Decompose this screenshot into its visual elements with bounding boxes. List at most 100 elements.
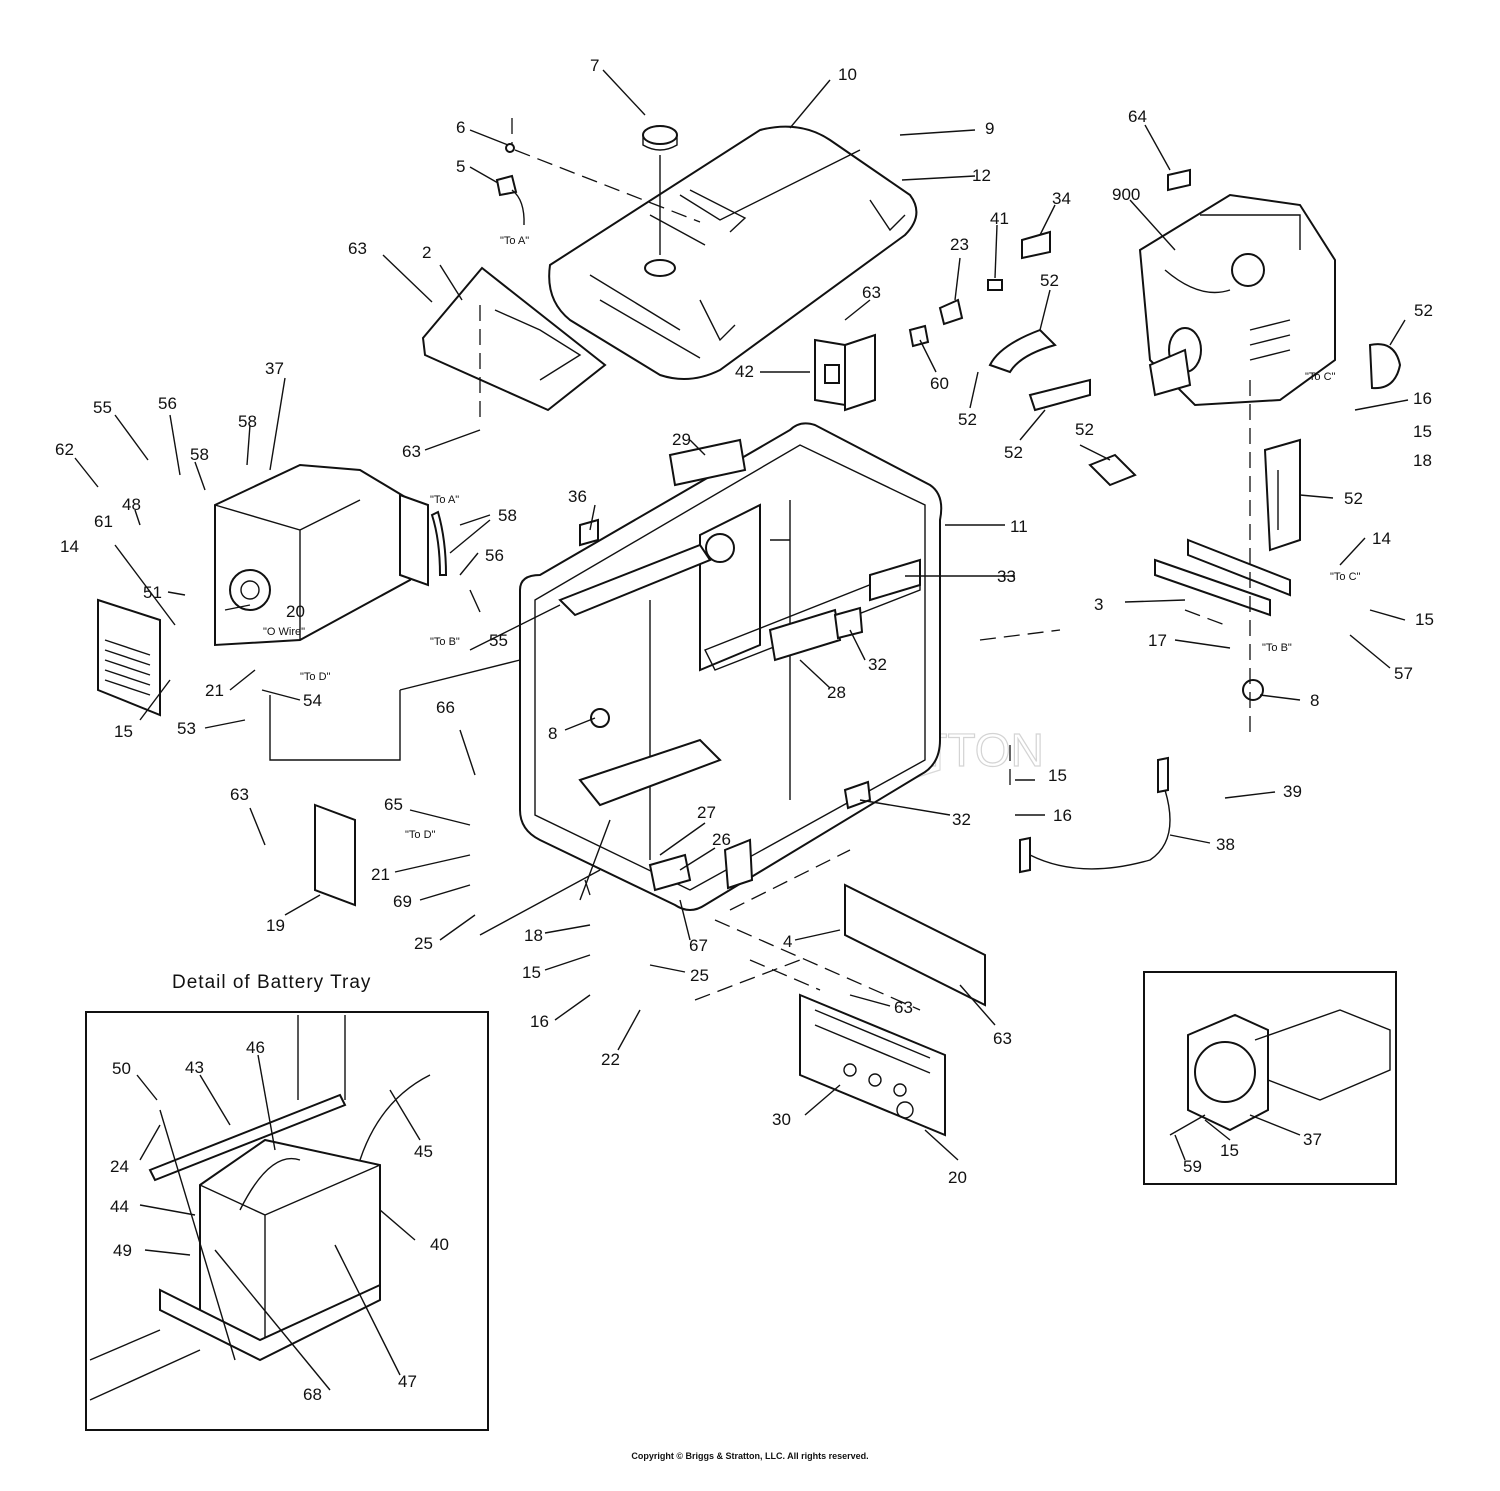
control-panel bbox=[799, 993, 946, 1137]
callout-16: 16 bbox=[1053, 806, 1072, 825]
callout-68: 68 bbox=[303, 1385, 322, 1404]
callout-49: 49 bbox=[113, 1241, 132, 1260]
wire-tag-to-c: "To C" bbox=[1305, 371, 1336, 383]
callout-56: 56 bbox=[158, 394, 177, 413]
callout-20: 20 bbox=[948, 1168, 967, 1187]
callout-52: 52 bbox=[1040, 271, 1059, 290]
wire-tag-to-b: "To B" bbox=[1262, 642, 1292, 654]
adapter-plate bbox=[1169, 1009, 1391, 1136]
callout-51: 51 bbox=[143, 583, 162, 602]
callout-38: 38 bbox=[1216, 835, 1235, 854]
callout-63: 63 bbox=[402, 442, 421, 461]
callout-66: 66 bbox=[436, 698, 455, 717]
callout-33: 33 bbox=[997, 567, 1016, 586]
callout-12: 12 bbox=[972, 166, 991, 185]
fuel-line-fitting bbox=[495, 118, 701, 226]
callout-15: 15 bbox=[522, 963, 541, 982]
callout-15: 15 bbox=[1413, 422, 1432, 441]
exhaust-pipe bbox=[988, 328, 1137, 487]
callout-52: 52 bbox=[1075, 420, 1094, 439]
wire-tag-to-d: "To D" bbox=[405, 829, 436, 841]
callout-14: 14 bbox=[1372, 529, 1391, 548]
callout-37: 37 bbox=[1303, 1130, 1322, 1149]
battery-tray bbox=[89, 1283, 381, 1401]
callout-52: 52 bbox=[1344, 489, 1363, 508]
callout-2: 2 bbox=[422, 243, 431, 262]
callout-15: 15 bbox=[114, 722, 133, 741]
callout-54: 54 bbox=[303, 691, 322, 710]
alternator-cover bbox=[97, 598, 161, 717]
callout-4: 4 bbox=[783, 932, 792, 951]
callout-64: 64 bbox=[1128, 107, 1147, 126]
callout-62: 62 bbox=[55, 440, 74, 459]
callout-65: 65 bbox=[384, 795, 403, 814]
callout-63: 63 bbox=[230, 785, 249, 804]
callout-23: 23 bbox=[950, 235, 969, 254]
callout-59: 59 bbox=[1183, 1157, 1202, 1176]
fuel-tank bbox=[548, 125, 918, 380]
callout-6: 6 bbox=[456, 118, 465, 137]
callout-16: 16 bbox=[530, 1012, 549, 1031]
callout-63: 63 bbox=[862, 283, 881, 302]
callout-3: 3 bbox=[1094, 595, 1103, 614]
muffler-parts bbox=[908, 168, 1191, 348]
callout-29: 29 bbox=[672, 430, 691, 449]
callouts: 7 10 6 5 9 12 64 900 34 41 23 63 2 52 63… bbox=[55, 56, 1434, 1404]
callout-40: 40 bbox=[430, 1235, 449, 1254]
callout-24: 24 bbox=[110, 1157, 129, 1176]
callout-26: 26 bbox=[712, 830, 731, 849]
callout-67: 67 bbox=[689, 936, 708, 955]
callout-53: 53 bbox=[177, 719, 196, 738]
callout-28: 28 bbox=[827, 683, 846, 702]
callout-27: 27 bbox=[697, 803, 716, 822]
callout-18: 18 bbox=[524, 926, 543, 945]
callout-63: 63 bbox=[894, 998, 913, 1017]
callout-16: 16 bbox=[1413, 389, 1432, 408]
callout-10: 10 bbox=[838, 65, 857, 84]
leader-lines bbox=[74, 69, 1409, 1391]
callout-61: 61 bbox=[94, 512, 113, 531]
callout-17: 17 bbox=[1148, 631, 1167, 650]
callout-9: 9 bbox=[985, 119, 994, 138]
copyright-notice: Copyright © Briggs & Stratton, LLC. All … bbox=[631, 1451, 869, 1461]
callout-58: 58 bbox=[498, 506, 517, 525]
callout-52: 52 bbox=[958, 410, 977, 429]
engine bbox=[1138, 193, 1336, 407]
callout-56: 56 bbox=[485, 546, 504, 565]
callout-47: 47 bbox=[398, 1372, 417, 1391]
callout-58: 58 bbox=[238, 412, 257, 431]
callout-69: 69 bbox=[393, 892, 412, 911]
wire-tag-to-b: "To B" bbox=[430, 636, 460, 648]
callout-32: 32 bbox=[868, 655, 887, 674]
battery-cable bbox=[1019, 756, 1171, 874]
callout-60: 60 bbox=[930, 374, 949, 393]
callout-11: 11 bbox=[1010, 517, 1028, 536]
callout-14: 14 bbox=[60, 537, 79, 556]
callout-63: 63 bbox=[993, 1029, 1012, 1048]
engine-mount-rails bbox=[590, 538, 1291, 728]
callout-37: 37 bbox=[265, 359, 284, 378]
callout-25: 25 bbox=[414, 934, 433, 953]
callout-45: 45 bbox=[414, 1142, 433, 1161]
callout-58: 58 bbox=[190, 445, 209, 464]
callout-15: 15 bbox=[1220, 1141, 1239, 1160]
callout-44: 44 bbox=[110, 1197, 129, 1216]
callout-63: 63 bbox=[348, 239, 367, 258]
rear-panel bbox=[314, 803, 356, 907]
callout-15: 15 bbox=[1415, 610, 1434, 629]
callout-19: 19 bbox=[266, 916, 285, 935]
callout-8: 8 bbox=[1310, 691, 1319, 710]
battery-tray-detail-title: Detail of Battery Tray bbox=[172, 972, 372, 993]
wire-tag-to-a: "To A" bbox=[430, 494, 459, 506]
callout-48: 48 bbox=[122, 495, 141, 514]
callout-46: 46 bbox=[246, 1038, 265, 1057]
callout-8: 8 bbox=[548, 724, 557, 743]
fuel-cap bbox=[642, 125, 678, 255]
frame bbox=[519, 333, 943, 911]
callout-18: 18 bbox=[1413, 451, 1432, 470]
callout-42: 42 bbox=[735, 362, 754, 381]
callout-50: 50 bbox=[112, 1059, 131, 1078]
callout-21: 21 bbox=[205, 681, 224, 700]
engine-cover-52 bbox=[1263, 343, 1402, 552]
